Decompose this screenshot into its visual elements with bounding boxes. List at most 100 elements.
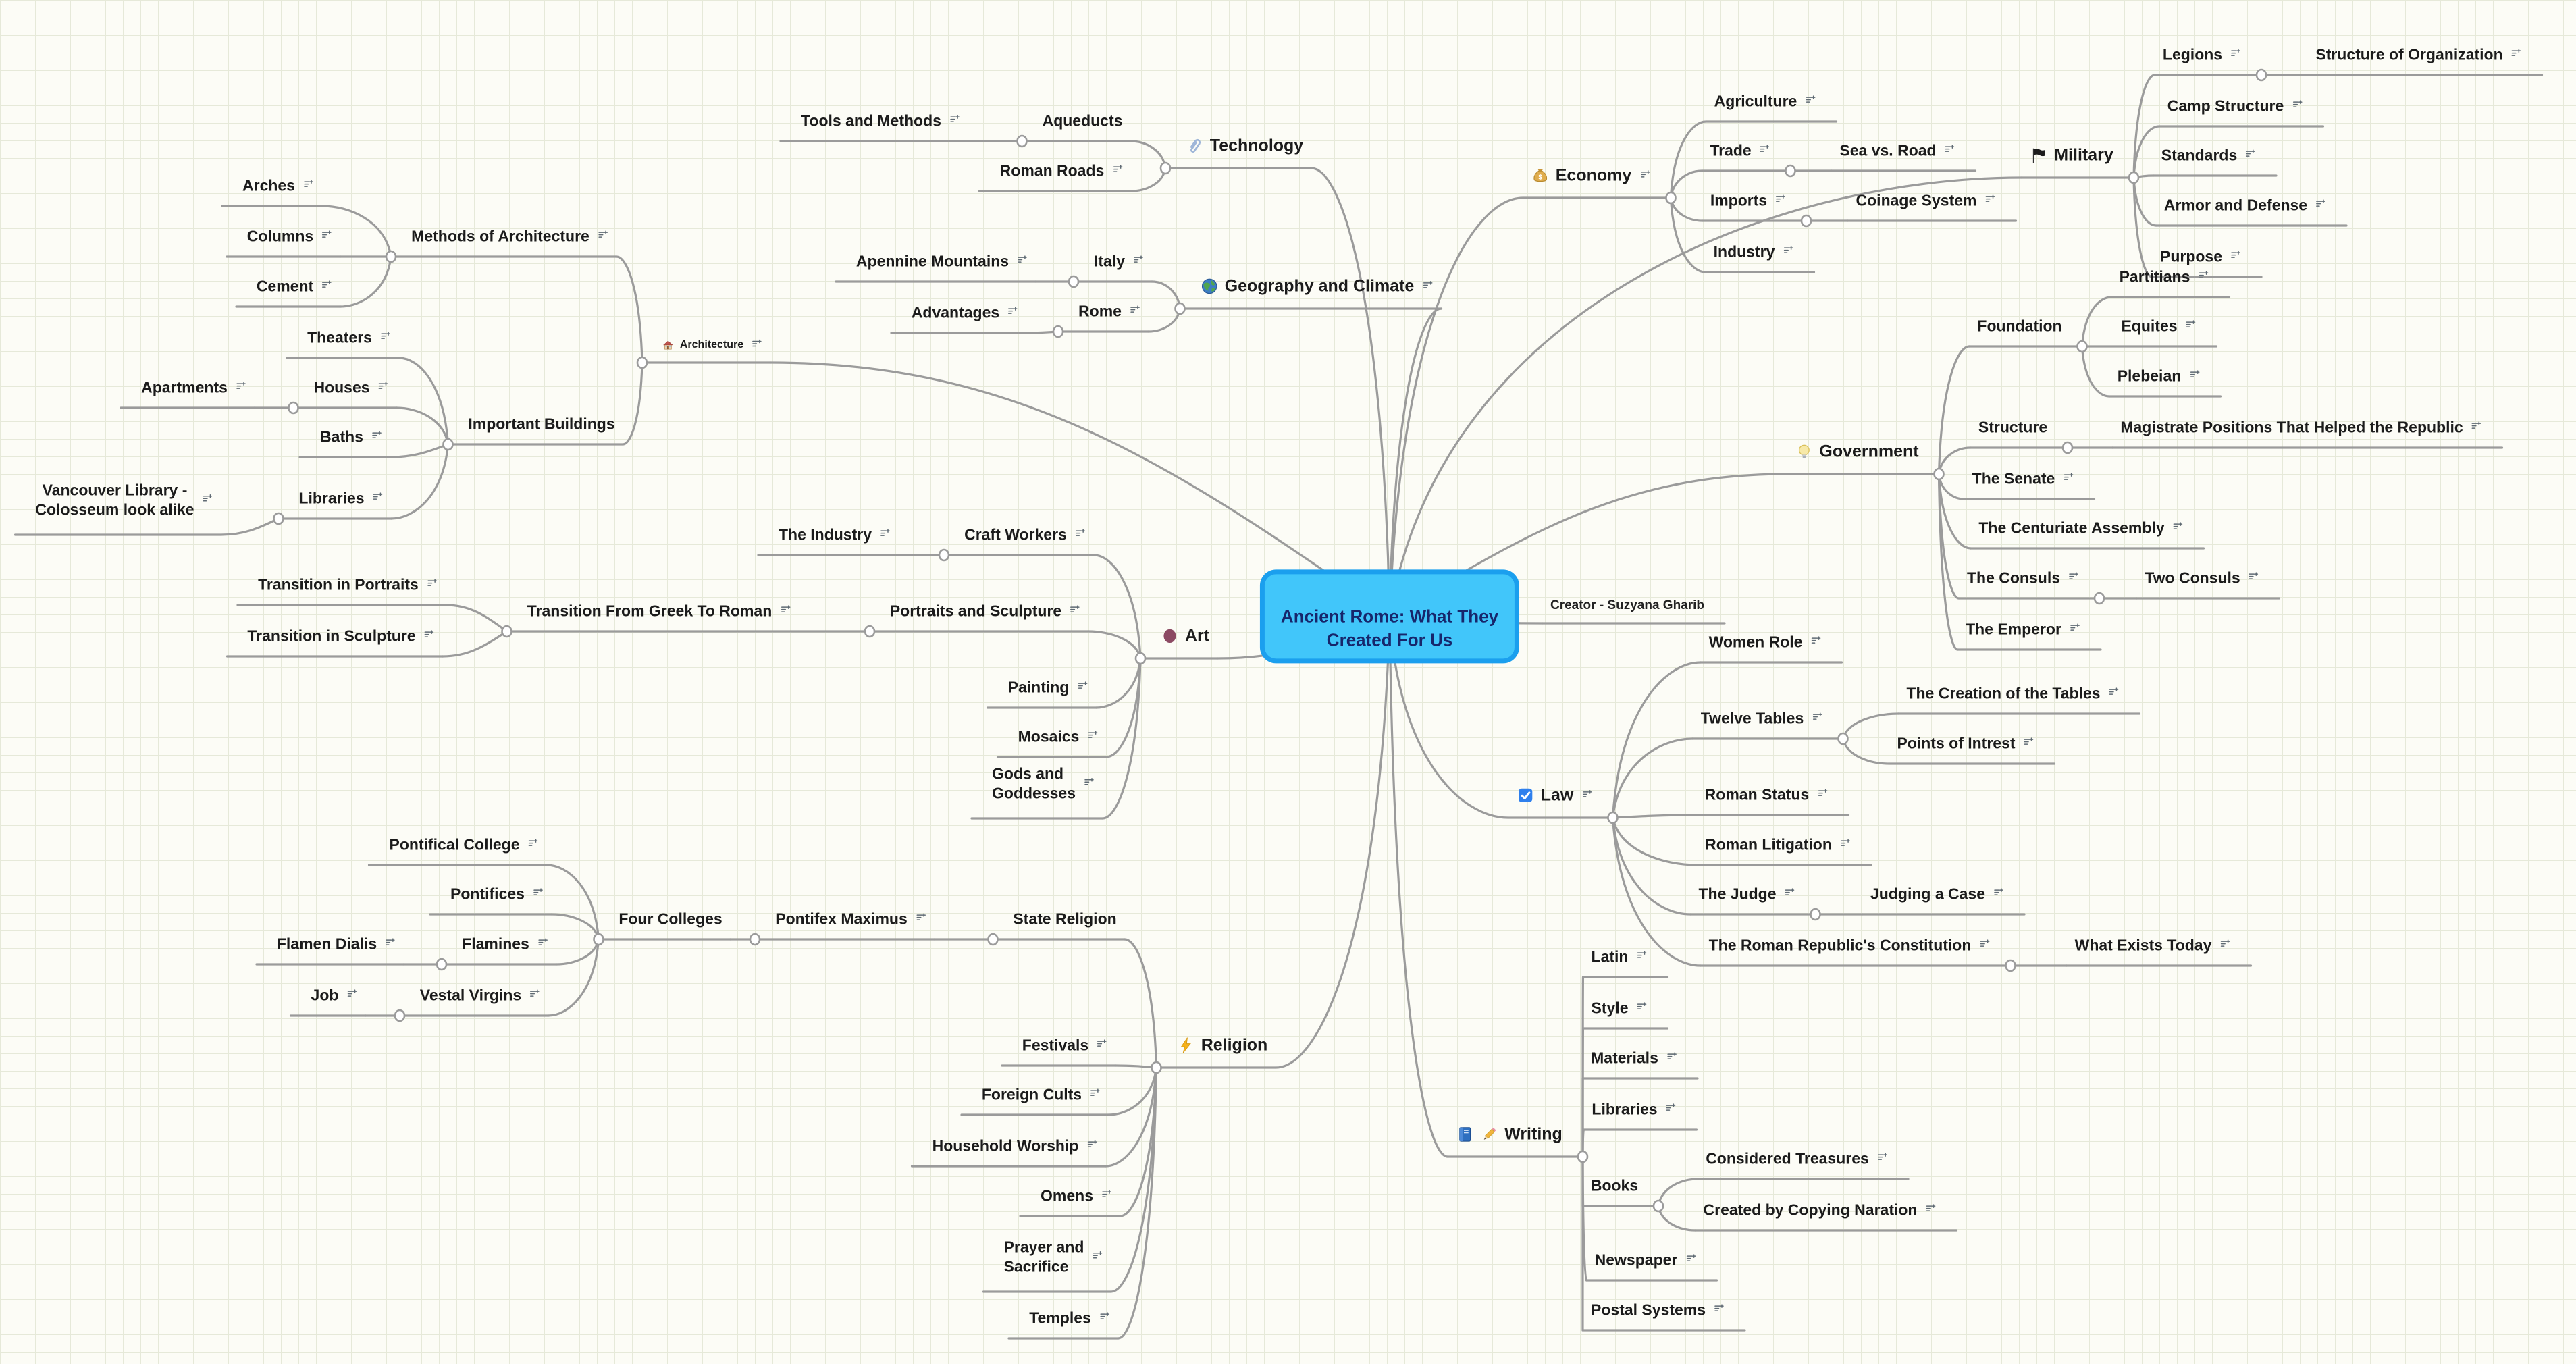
note-icon[interactable] <box>1133 255 1144 265</box>
topic-mosaics[interactable]: Mosaics <box>1018 727 1099 747</box>
topic-methods[interactable]: Methods of Architecture <box>411 227 608 246</box>
note-icon[interactable] <box>598 230 608 240</box>
note-icon[interactable] <box>1087 730 1098 741</box>
note-icon[interactable] <box>1925 1203 1936 1214</box>
topic-copying[interactable]: Created by Copying Naration <box>1704 1201 1937 1220</box>
topic-partitians[interactable]: Partitians <box>2120 267 2209 287</box>
topic-vestal[interactable]: Vestal Virgins <box>420 986 540 1005</box>
topic-trade[interactable]: Trade <box>1710 141 1770 161</box>
note-icon[interactable] <box>424 629 435 640</box>
note-icon[interactable] <box>427 578 438 589</box>
topic-twoconsuls[interactable]: Two Consuls <box>2145 569 2259 588</box>
topic-centuriate[interactable]: The Centuriate Assembly <box>1978 519 2183 538</box>
topic-italy[interactable]: Italy <box>1094 252 1144 271</box>
note-icon[interactable] <box>1685 1253 1696 1264</box>
note-icon[interactable] <box>1075 528 1086 539</box>
note-icon[interactable] <box>2230 250 2241 261</box>
topic-baths[interactable]: Baths <box>320 427 382 447</box>
note-icon[interactable] <box>1422 280 1433 290</box>
note-icon[interactable] <box>2315 199 2326 209</box>
topic-foreigncults[interactable]: Foreign Cults <box>982 1085 1101 1105</box>
topic-romanstatus[interactable]: Roman Status <box>1705 785 1829 805</box>
topic-agriculture[interactable]: Agriculture <box>1714 92 1816 111</box>
note-icon[interactable] <box>1840 838 1851 849</box>
topic-statereligion[interactable]: State Religion <box>1013 910 1116 929</box>
note-icon[interactable] <box>1666 1051 1677 1062</box>
note-icon[interactable] <box>1945 144 1955 155</box>
note-icon[interactable] <box>303 179 314 190</box>
topic-household[interactable]: Household Worship <box>932 1136 1098 1156</box>
topic-pontificalcollege[interactable]: Pontifical College <box>390 835 539 855</box>
note-icon[interactable] <box>527 838 538 849</box>
note-icon[interactable] <box>236 381 246 392</box>
note-icon[interactable] <box>1979 939 1990 949</box>
topic-advantages[interactable]: Advantages <box>912 303 1018 323</box>
topic-economy[interactable]: $Economy <box>1531 165 1651 186</box>
topic-aqueducts[interactable]: Aqueducts <box>1043 111 1123 131</box>
note-icon[interactable] <box>2245 149 2256 159</box>
note-icon[interactable] <box>321 230 332 240</box>
note-icon[interactable] <box>880 528 891 539</box>
topic-senate[interactable]: The Senate <box>1972 469 2074 489</box>
topic-festivals[interactable]: Festivals <box>1022 1036 1107 1055</box>
note-icon[interactable] <box>1817 788 1828 799</box>
topic-apennine[interactable]: Apennine Mountains <box>856 252 1028 271</box>
note-icon[interactable] <box>1099 1311 1110 1322</box>
note-icon[interactable] <box>1007 306 1018 317</box>
note-icon[interactable] <box>2070 623 2080 633</box>
topic-religion[interactable]: Religion <box>1177 1034 1267 1055</box>
note-icon[interactable] <box>2024 737 2034 747</box>
topic-legions[interactable]: Legions <box>2163 45 2241 65</box>
topic-theaters[interactable]: Theaters <box>307 328 391 348</box>
topic-seavsroad[interactable]: Sea vs. Road <box>1839 141 1955 161</box>
note-icon[interactable] <box>1785 887 1795 898</box>
topic-technology[interactable]: Technology <box>1186 135 1303 156</box>
topic-columns[interactable]: Columns <box>247 227 332 246</box>
topic-cement[interactable]: Cement <box>257 277 332 296</box>
note-icon[interactable] <box>1639 169 1650 180</box>
topic-transitiongreek[interactable]: Transition From Greek To Roman <box>527 602 791 621</box>
note-icon[interactable] <box>1812 712 1822 723</box>
note-icon[interactable] <box>1984 194 1995 205</box>
note-icon[interactable] <box>203 493 213 504</box>
topic-libraries_a[interactable]: Libraries <box>298 489 383 508</box>
note-icon[interactable] <box>949 114 960 125</box>
note-icon[interactable] <box>321 280 332 290</box>
topic-flamines[interactable]: Flamines <box>462 935 548 954</box>
topic-pontifices[interactable]: Pontifices <box>450 885 544 904</box>
topic-thejudge[interactable]: The Judge <box>1698 885 1795 904</box>
topic-consuls[interactable]: The Consuls <box>1967 569 2079 588</box>
topic-law[interactable]: Law <box>1517 785 1593 806</box>
note-icon[interactable] <box>380 331 391 342</box>
topic-structure[interactable]: Structure <box>1978 418 2047 438</box>
note-icon[interactable] <box>2068 571 2079 582</box>
note-icon[interactable] <box>533 887 544 898</box>
note-icon[interactable] <box>537 937 548 948</box>
topic-latin[interactable]: Latin <box>1592 947 1648 967</box>
note-icon[interactable] <box>371 430 382 441</box>
note-icon[interactable] <box>1086 1139 1097 1150</box>
note-icon[interactable] <box>1077 681 1088 691</box>
topic-gods[interactable]: Gods and Goddesses <box>992 764 1095 803</box>
note-icon[interactable] <box>2471 421 2482 431</box>
note-icon[interactable] <box>1084 777 1095 787</box>
topic-books[interactable]: Books <box>1591 1176 1638 1196</box>
topic-transportraits[interactable]: Transition in Portraits <box>258 575 438 595</box>
note-icon[interactable] <box>378 381 389 392</box>
topic-vancouver[interactable]: Vancouver Library - Colosseum look alike <box>35 480 213 519</box>
topic-considered[interactable]: Considered Treasures <box>1706 1149 1888 1169</box>
topic-equites[interactable]: Equites <box>2121 317 2196 336</box>
note-icon[interactable] <box>1017 255 1028 265</box>
topic-romanlitigation[interactable]: Roman Litigation <box>1705 835 1851 855</box>
topic-architecture[interactable]: Architecture <box>662 338 762 352</box>
note-icon[interactable] <box>1714 1303 1725 1314</box>
note-icon[interactable] <box>1666 1103 1677 1113</box>
note-icon[interactable] <box>780 604 791 615</box>
note-icon[interactable] <box>385 937 396 948</box>
root-topic[interactable]: Ancient Rome: What They Created For Us <box>1259 569 1520 664</box>
note-icon[interactable] <box>1097 1039 1107 1049</box>
topic-houses[interactable]: Houses <box>313 378 388 398</box>
note-icon[interactable] <box>529 989 540 999</box>
note-icon[interactable] <box>2249 571 2259 582</box>
